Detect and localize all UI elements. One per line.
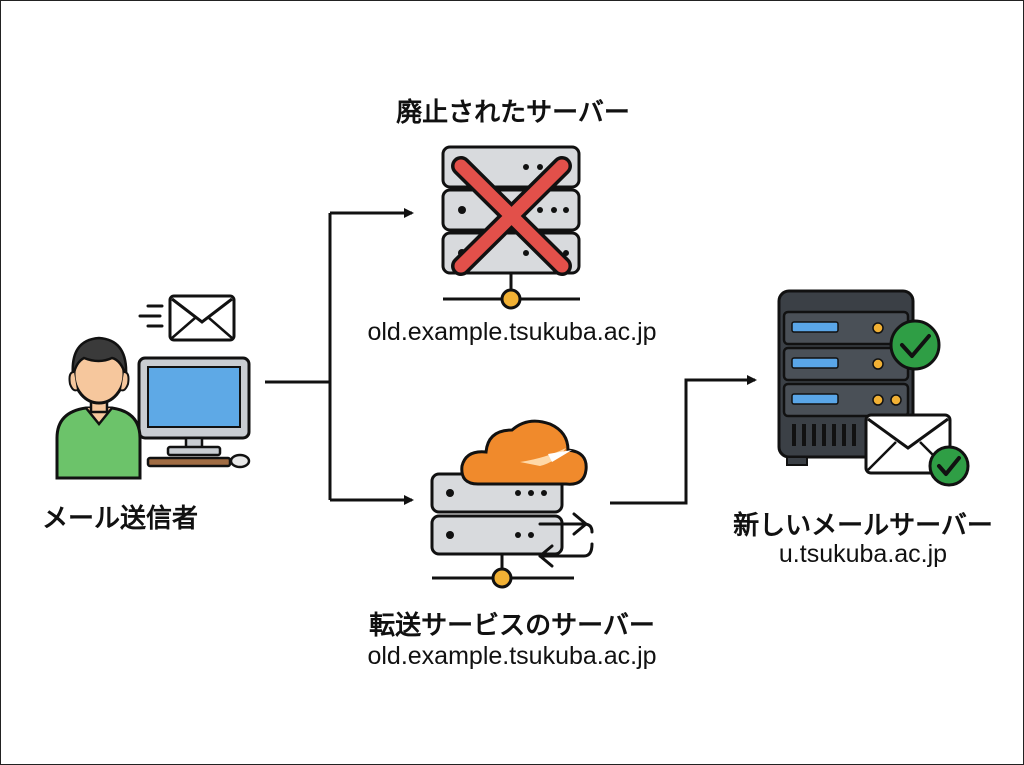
- sender-label: メール送信者: [41, 504, 198, 534]
- cross-icon: [451, 156, 572, 276]
- swap-arrows-icon: [538, 512, 594, 568]
- computer-icon: [137, 356, 251, 469]
- forward-server-icon: [430, 472, 574, 589]
- forward-server-host: old.example.tsukuba.ac.jp: [367, 642, 657, 670]
- cloud-icon: [460, 419, 588, 486]
- connector-sender-split: [265, 213, 332, 500]
- user-icon: [55, 336, 142, 480]
- new-server-envelope-icon: [864, 413, 952, 475]
- arrow-to-new-server: [610, 375, 757, 505]
- old-server-host: old.example.tsukuba.ac.jp: [367, 318, 657, 346]
- new-server-host: u.tsukuba.ac.jp: [778, 540, 948, 568]
- old-server-label: 廃止されたサーバー: [396, 98, 630, 128]
- new-server-label: 新しいメールサーバー: [733, 511, 993, 541]
- forward-server-label: 転送サービスのサーバー: [369, 611, 655, 641]
- server-check-icon: [889, 319, 941, 371]
- sender-envelope-icon: [138, 294, 236, 342]
- envelope-check-icon: [928, 445, 970, 487]
